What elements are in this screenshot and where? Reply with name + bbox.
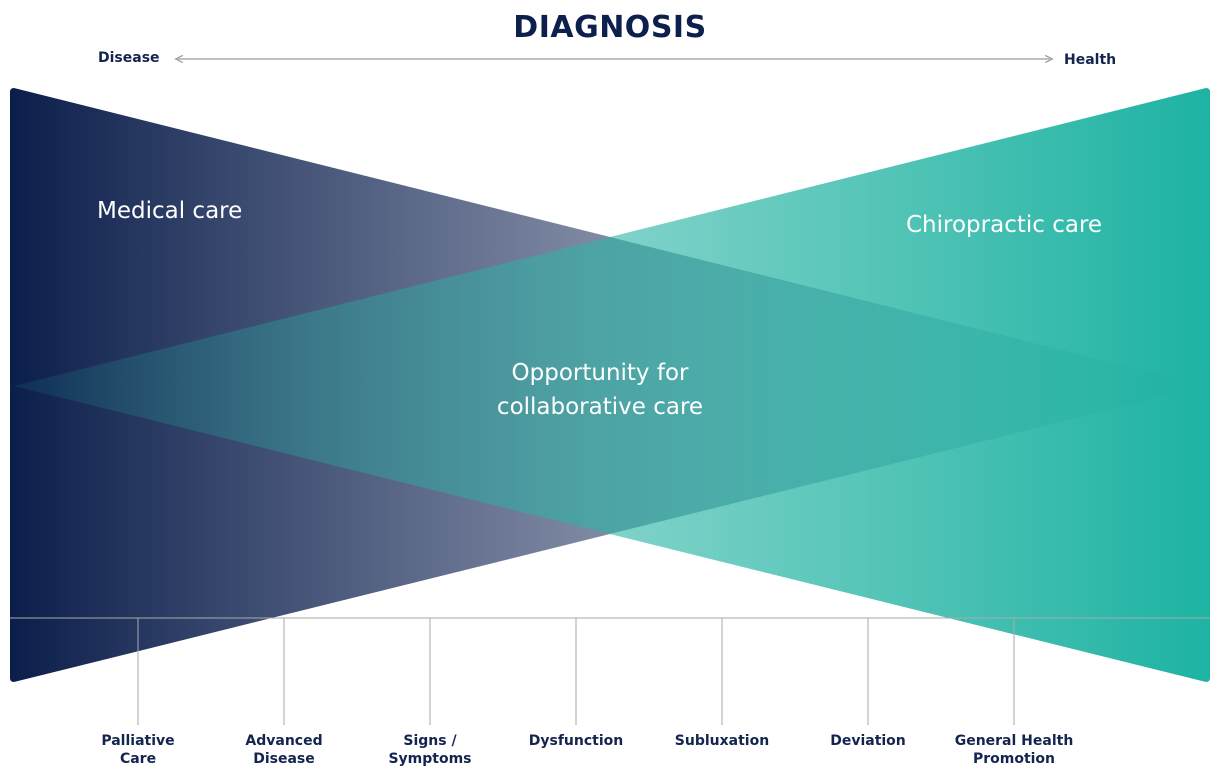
stage-label-dysfunction: Dysfunction (528, 733, 624, 749)
chiropractic-care-label: Chiropractic care (906, 212, 1103, 238)
medical-care-label: Medical care (97, 198, 243, 224)
axis-label-disease: Disease (98, 50, 160, 66)
stage-ticks (137, 618, 1015, 725)
collaborative-care-label: Opportunity for collaborative care (400, 356, 800, 424)
collaborative-care-line1: Opportunity for (511, 360, 689, 386)
stage-label-signs-symptoms: Signs /Symptoms (388, 733, 472, 767)
chiropractic-care-triangle (14, 88, 1210, 682)
diagram-title: DIAGNOSIS (513, 10, 707, 45)
axis-label-health: Health (1064, 52, 1117, 68)
stage-label-deviation: Deviation (830, 733, 906, 749)
stage-label-subluxation: Subluxation (674, 733, 770, 749)
collaborative-care-line2: collaborative care (496, 394, 704, 420)
